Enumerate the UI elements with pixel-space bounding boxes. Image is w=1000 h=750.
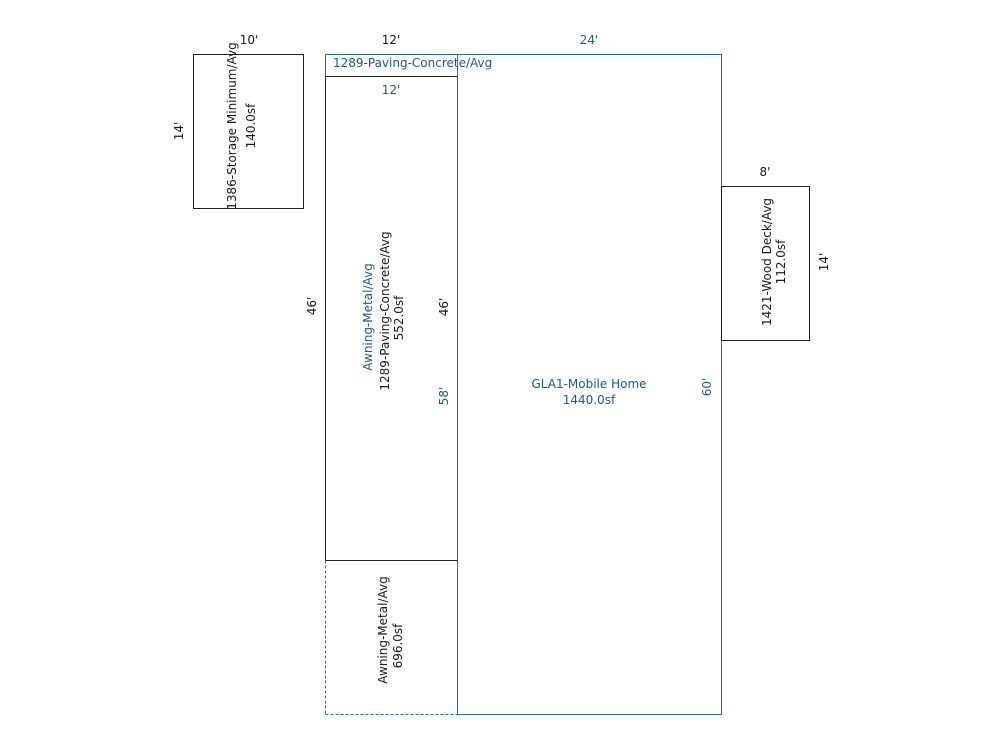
storage-area-value: 140.0sf xyxy=(244,103,258,149)
storage-area[interactable]: 10' 14' 1386-Storage Minimum/Avg 140.0sf xyxy=(172,33,304,210)
wood-deck-area[interactable]: 8' 14' 1421-Wood Deck/Avg 112.0sf xyxy=(721,165,832,341)
paving-strip-inner-width-dim: 12' xyxy=(382,83,401,97)
storage-height-dim: 14' xyxy=(172,122,186,141)
paving-strip-area[interactable]: 12' 1289-Paving-Concrete/Avg 12' xyxy=(325,33,493,97)
gla-height-dim: 60' xyxy=(700,378,714,397)
deck-width-dim: 8' xyxy=(760,165,771,179)
awning-paving-area[interactable]: Awning-Metal/Avg 1289-Paving-Concrete/Av… xyxy=(305,76,458,561)
awning-name: Awning-Metal/Avg xyxy=(361,263,375,370)
awning-lower-area[interactable]: Awning-Metal/Avg 696.0sf xyxy=(325,560,458,715)
awning-paving-left-height-dim: 46' xyxy=(305,297,319,316)
awning-paving-area-value: 552.0sf xyxy=(392,295,406,341)
gla-area-value: 1440.0sf xyxy=(563,393,616,407)
gla-mobile-home-area[interactable]: 24' 60' GLA1-Mobile Home 1440.0sf xyxy=(457,33,722,715)
deck-area-value: 112.0sf xyxy=(774,239,788,285)
gla-outline xyxy=(457,54,722,715)
gla-width-dim: 24' xyxy=(580,33,599,47)
paving-strip-name: 1289-Paving-Concrete/Avg xyxy=(333,56,492,70)
deck-name: 1421-Wood Deck/Avg xyxy=(760,198,774,326)
deck-height-dim: 14' xyxy=(817,253,831,272)
awning-lower-name: Awning-Metal/Avg xyxy=(376,576,390,683)
storage-width-dim: 10' xyxy=(240,33,259,47)
awning-paving-name: 1289-Paving-Concrete/Avg xyxy=(378,231,392,390)
gla-name: GLA1-Mobile Home xyxy=(531,377,646,391)
storage-name: 1386-Storage Minimum/Avg xyxy=(225,42,239,210)
awning-lower-area-value: 696.0sf xyxy=(391,623,405,669)
awning-paving-right-height-dim: 46' xyxy=(437,298,451,317)
storage-outline xyxy=(193,54,304,209)
paving-strip-width-dim: 12' xyxy=(382,33,401,47)
awning-total-height-dim: 58' xyxy=(437,387,451,406)
deck-outline xyxy=(721,186,810,341)
